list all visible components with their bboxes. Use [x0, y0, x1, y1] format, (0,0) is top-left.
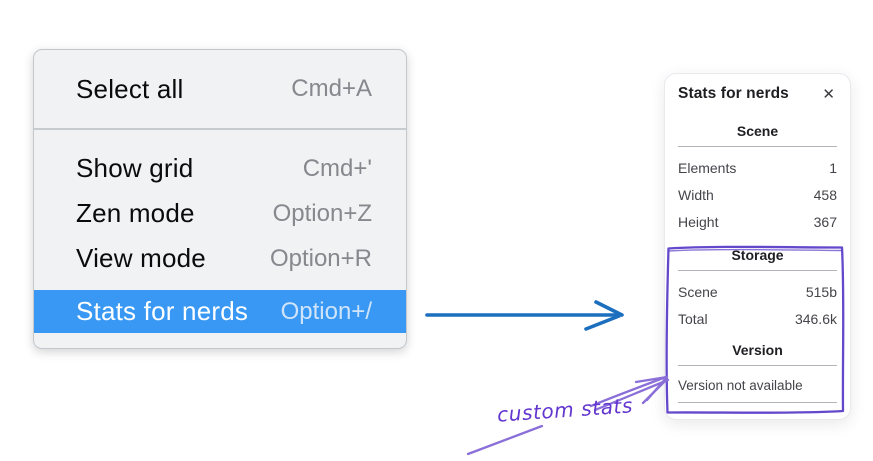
menu-item-shortcut: Cmd+'	[302, 154, 372, 182]
menu-item-label: Show grid	[76, 153, 194, 183]
menu-item-shortcut: Cmd+A	[291, 75, 372, 102]
section-heading-version: Version	[732, 342, 783, 358]
menu-item-shortcut: Option+/	[280, 297, 372, 325]
section-heading-scene: Scene	[736, 123, 779, 139]
stat-row-elements: Elements 1	[678, 154, 837, 181]
section-divider	[678, 270, 837, 271]
menu-item-view-mode[interactable]: View mode Option+R	[34, 236, 406, 281]
section-divider	[678, 402, 837, 403]
stat-value: 367	[813, 213, 837, 230]
menu-item-select-all[interactable]: Select all Cmd+A	[34, 67, 406, 112]
menu-item-label: Stats for nerds	[76, 296, 249, 326]
annotation-arrow	[466, 375, 670, 456]
stat-value: 1	[829, 159, 837, 176]
menu-item-shortcut: Option+Z	[272, 199, 372, 227]
menu-section-bottom: Show grid Cmd+' Zen mode Option+Z View m…	[34, 130, 406, 348]
stats-panel-header: Stats for nerds ✕	[678, 85, 837, 103]
section-heading-storage: Storage	[731, 247, 784, 263]
menu-item-stats-for-nerds[interactable]: Stats for nerds Option+/	[34, 290, 406, 333]
stat-row-width: Width 458	[678, 181, 837, 208]
stats-panel-title: Stats for nerds	[678, 85, 789, 102]
menu-to-panel-arrow	[425, 300, 624, 331]
menu-item-shortcut: Option+R	[269, 244, 372, 272]
stat-row-scene-storage: Scene 515b	[678, 278, 837, 305]
stat-label: Width	[678, 186, 714, 203]
menu-item-label: Zen mode	[76, 198, 195, 228]
close-icon[interactable]: ✕	[822, 84, 835, 103]
stat-row-height: Height 367	[678, 208, 837, 235]
menu-section-top: Select all Cmd+A	[34, 50, 406, 128]
stat-row-total-storage: Total 346.6k	[678, 305, 837, 332]
section-divider	[678, 146, 837, 147]
stat-label: Total	[678, 310, 708, 327]
annotation-box	[665, 245, 845, 414]
stat-label: Elements	[678, 159, 737, 176]
stat-label: Height	[678, 213, 719, 230]
stat-value: 458	[813, 186, 837, 203]
stat-label: Scene	[678, 283, 718, 300]
context-menu: Select all Cmd+A Show grid Cmd+' Zen mod…	[33, 49, 407, 349]
menu-item-label: View mode	[76, 243, 206, 273]
menu-item-show-grid[interactable]: Show grid Cmd+'	[34, 146, 406, 191]
stat-value: 515b	[805, 283, 837, 300]
version-note: Version not available	[678, 377, 803, 393]
section-divider	[678, 365, 837, 366]
menu-item-zen-mode[interactable]: Zen mode Option+Z	[34, 191, 406, 236]
menu-item-label: Select all	[76, 73, 184, 104]
stat-value: 346.6k	[794, 310, 837, 327]
menu-divider	[34, 128, 406, 130]
